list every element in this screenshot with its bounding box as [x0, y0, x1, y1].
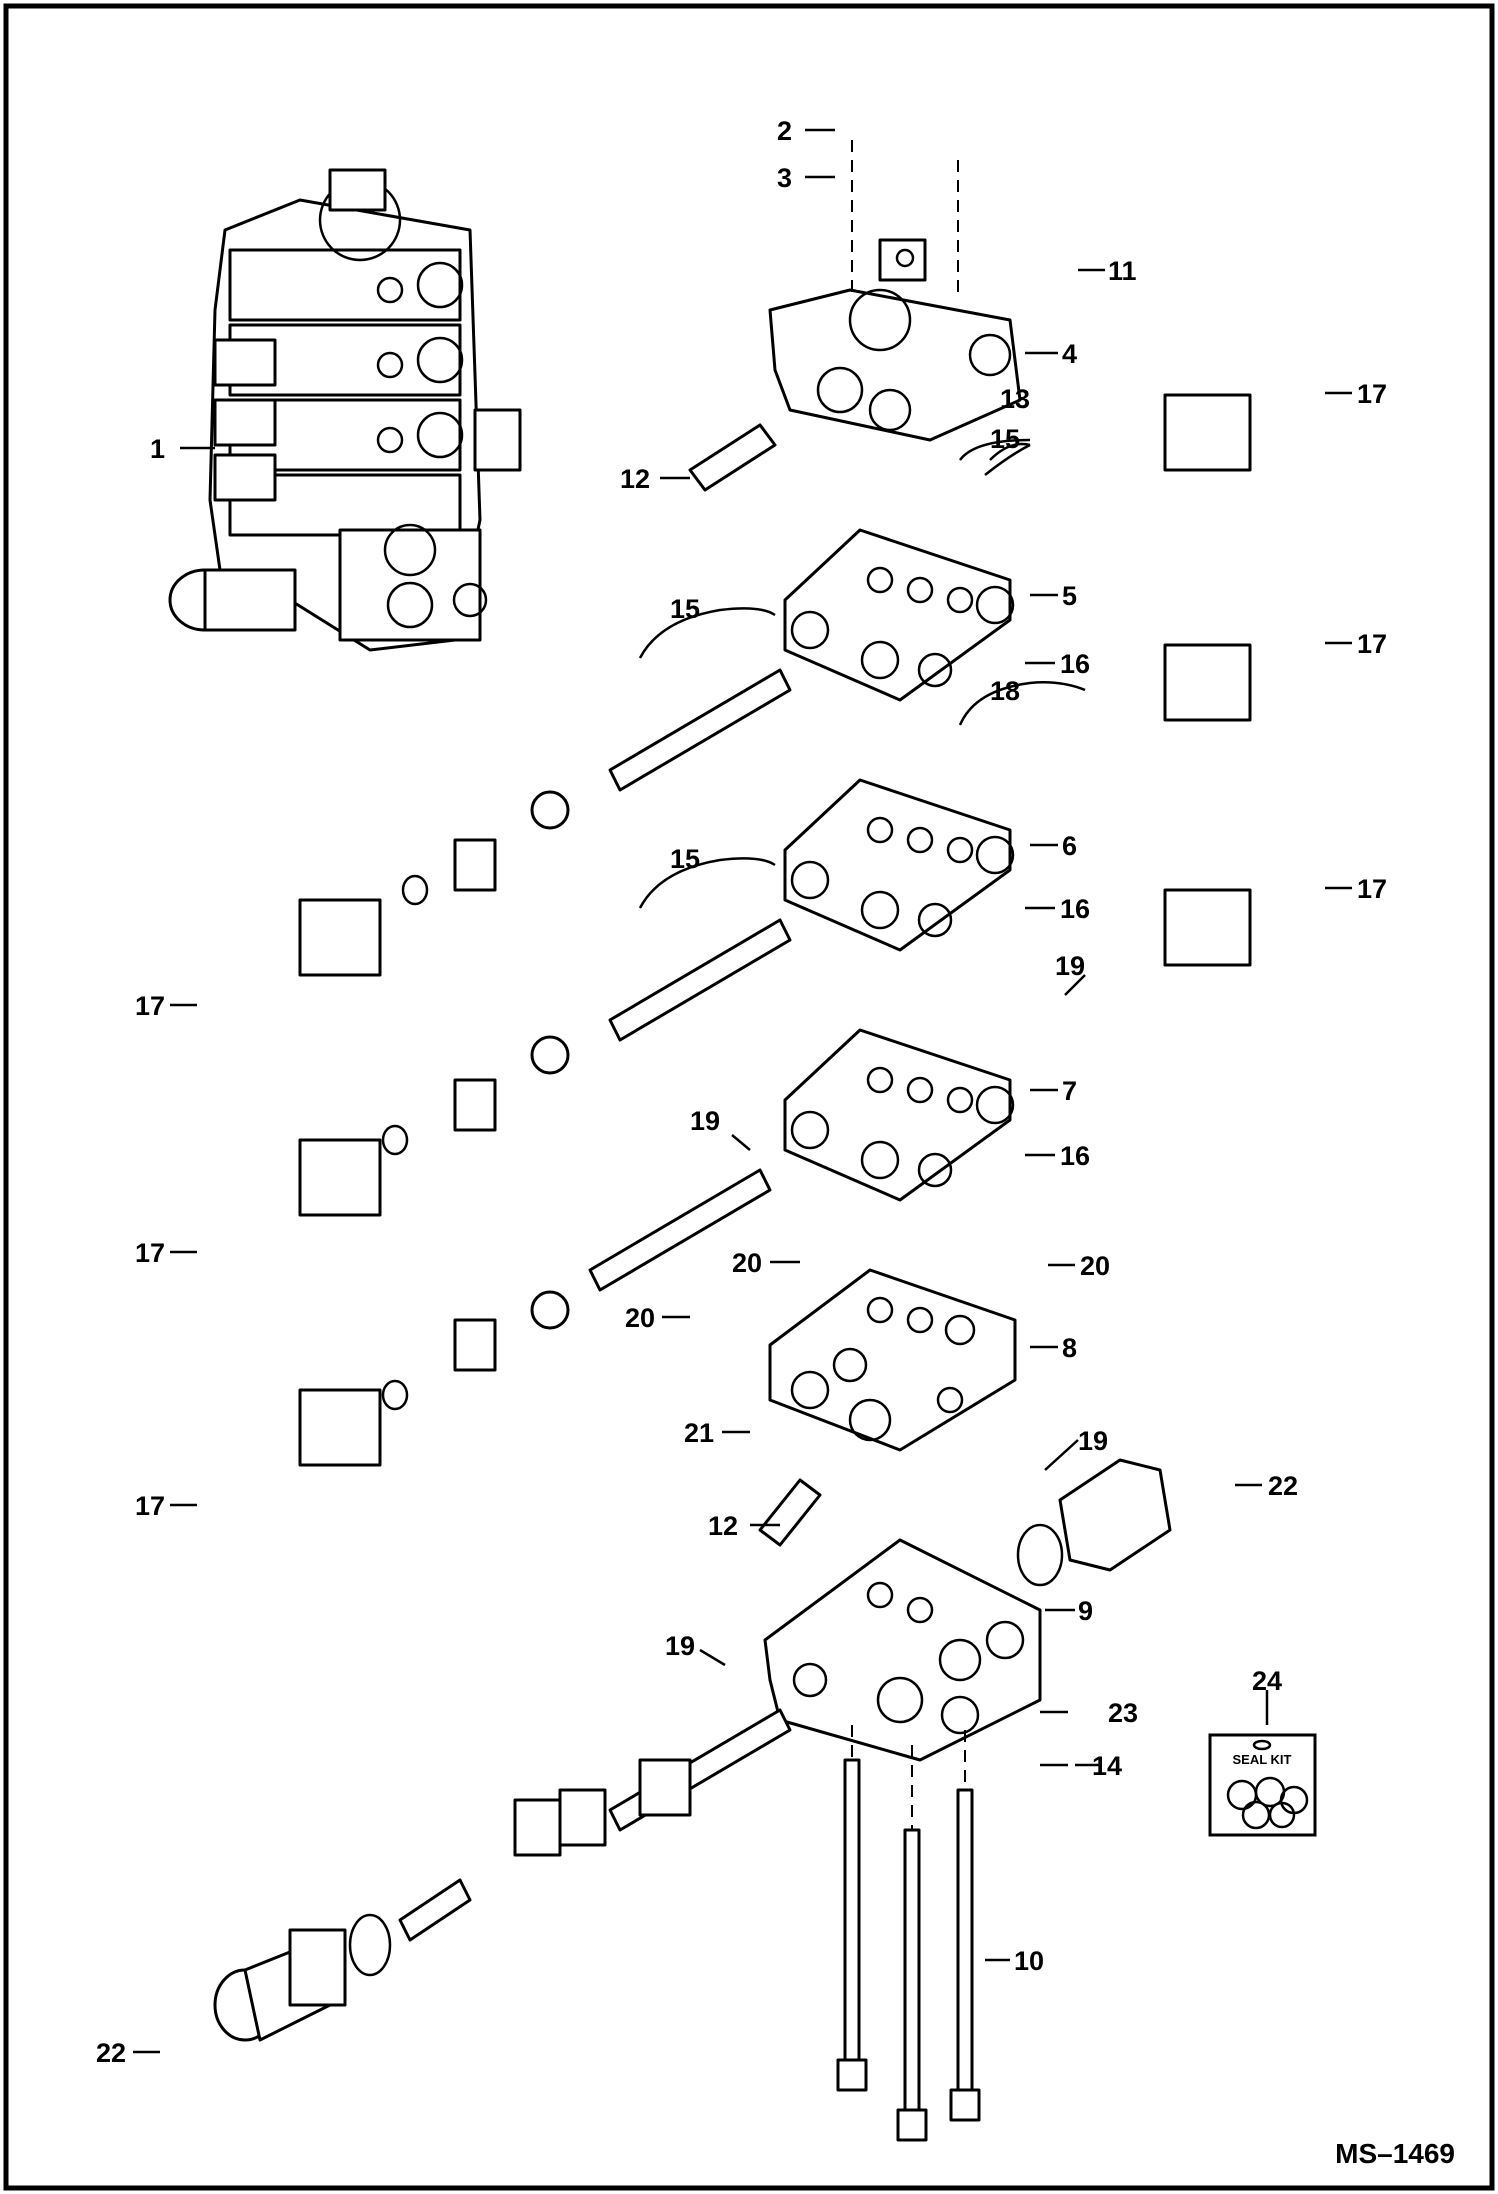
callout-17b: 17 — [1357, 629, 1387, 659]
seal-kit-box: SEAL KIT — [1208, 1733, 1317, 1837]
callout-15a: 15 — [990, 424, 1020, 454]
callout-17d: 17 — [135, 991, 165, 1021]
left-spool-caps-illustration — [298, 874, 429, 1467]
callout-16b: 16 — [1060, 894, 1090, 924]
end-cap-assembly-illustration — [213, 1878, 472, 2042]
callout-19b: 19 — [690, 1106, 720, 1136]
relief-valve-illustration — [688, 423, 822, 1547]
callout-9: 9 — [1078, 1596, 1093, 1626]
callout-15b: 15 — [670, 594, 700, 624]
callout-14: 14 — [1092, 1751, 1122, 1781]
section-5-illustration — [783, 528, 1015, 702]
spools-illustration — [588, 668, 792, 1832]
callout-3: 3 — [777, 163, 792, 193]
leader-lines — [133, 128, 1352, 2054]
springs-retainers-illustration — [453, 790, 692, 1857]
tie-rods-illustration — [836, 140, 981, 2142]
section-6-illustration — [783, 778, 1015, 952]
assembled-valve-illustration — [168, 168, 522, 652]
right-end-cap-illustration — [1016, 1458, 1172, 1587]
callout-11: 11 — [1108, 256, 1137, 286]
callout-4: 4 — [1062, 339, 1077, 369]
callout-7: 7 — [1062, 1076, 1077, 1106]
callout-23: 23 — [1108, 1698, 1138, 1728]
callout-17c: 17 — [1357, 874, 1387, 904]
callout-10: 10 — [1014, 1946, 1044, 1976]
drawing-code: MS–1469 — [1335, 2138, 1455, 2169]
callout-15c: 15 — [670, 844, 700, 874]
callout-24: 24 — [1252, 1666, 1282, 1696]
callout-13: 13 — [1000, 384, 1030, 414]
callout-16c: 16 — [1060, 1141, 1090, 1171]
callout-21: 21 — [684, 1418, 714, 1448]
section-7-illustration — [783, 1028, 1015, 1202]
callout-16a: 16 — [1060, 649, 1090, 679]
callout-19c: 19 — [1078, 1426, 1108, 1456]
callout-19d: 19 — [665, 1631, 695, 1661]
right-spool-caps-illustration — [1163, 393, 1252, 967]
seal-kit-label: SEAL KIT — [1233, 1752, 1292, 1767]
callout-20b: 20 — [1080, 1251, 1110, 1281]
callout-17e: 17 — [135, 1238, 165, 1268]
callout-12a: 12 — [620, 464, 650, 494]
callout-17a: 17 — [1357, 379, 1387, 409]
callout-22a: 22 — [96, 2038, 126, 2068]
diagram-border — [3, 3, 1495, 2191]
callout-5: 5 — [1062, 581, 1077, 611]
callout-1: 1 — [150, 434, 165, 464]
callouts: 1 2 3 4 5 6 7 8 9 10 11 12 12 13 14 15 1… — [96, 116, 1387, 2068]
callout-8: 8 — [1062, 1333, 1077, 1363]
callout-17f: 17 — [135, 1491, 165, 1521]
callout-20a: 20 — [732, 1248, 762, 1278]
inlet-section-illustration — [768, 238, 1022, 442]
callout-18: 18 — [990, 676, 1020, 706]
callout-20c: 20 — [625, 1303, 655, 1333]
callout-22b: 22 — [1268, 1471, 1298, 1501]
section-8-illustration — [768, 1268, 1017, 1452]
callout-2: 2 — [777, 116, 792, 146]
callout-12b: 12 — [708, 1511, 738, 1541]
section-9-illustration — [763, 1538, 1042, 1762]
callout-19a: 19 — [1055, 951, 1085, 981]
callout-6: 6 — [1062, 831, 1077, 861]
